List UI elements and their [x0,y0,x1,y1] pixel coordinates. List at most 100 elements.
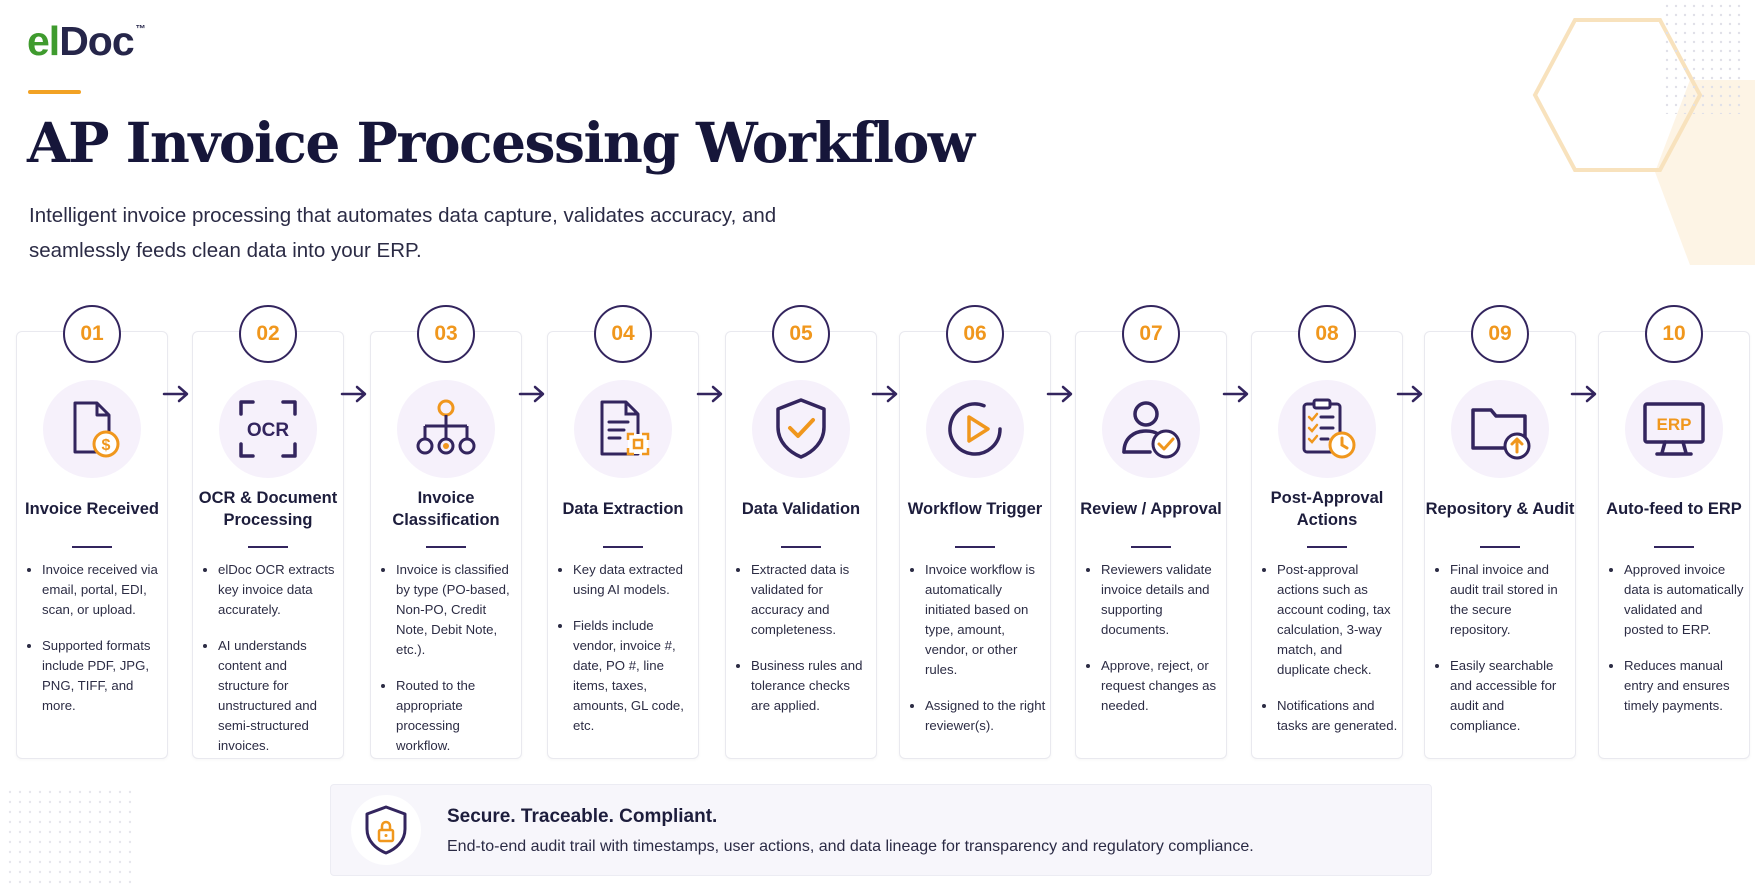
step-bullet: Post-approval actions such as account co… [1277,560,1398,680]
step-divider [603,546,643,548]
step-number: 05 [772,305,830,363]
step-number: 01 [63,305,121,363]
dots-decoration [8,790,138,890]
step-divider [1654,546,1694,548]
step-bullet: Invoice workflow is automatically initia… [925,560,1046,680]
step-bullet: elDoc OCR extracts key invoice data accu… [218,560,339,620]
step-title: Data Validation [741,500,861,518]
arrow-right-icon [871,385,898,403]
arrow-right-icon [1046,385,1073,403]
step-divider [1307,546,1347,548]
ocr-scan-icon: OCR [219,380,317,478]
compliance-banner: Secure. Traceable. Compliant. End-to-end… [330,784,1432,876]
step-bullets: Approved invoice data is automatically v… [1610,560,1745,732]
step-bullets: Extracted data is validated for accuracy… [737,560,872,732]
step-number: 09 [1471,305,1529,363]
dots-decoration [1665,4,1745,114]
step-title: Post-Approval Actions [1270,489,1384,529]
step-bullet: Supported formats include PDF, JPG, PNG,… [42,636,163,716]
step-bullet: Reviewers validate invoice details and s… [1101,560,1222,640]
step-card: Invoice Classification Invoice is classi… [370,331,522,759]
step-bullet: AI understands content and structure for… [218,636,339,756]
step-bullet: Approve, reject, or request changes as n… [1101,656,1222,716]
step-bullet: Reduces manual entry and ensures timely … [1624,656,1745,716]
step-title: Repository & Audit [1425,500,1575,518]
step-bullets: Invoice is classified by type (PO-based,… [382,560,517,772]
svg-text:ERP: ERP [1657,415,1692,434]
step-bullet: Invoice received via email, portal, EDI,… [42,560,163,620]
page-title: AP Invoice Processing Workflow [27,110,975,175]
user-check-icon [1102,380,1200,478]
hierarchy-icon [397,380,495,478]
step-bullet: Notifications and tasks are generated. [1277,696,1398,736]
arrow-right-icon [518,385,545,403]
step-bullet: Routed to the appropriate processing wor… [396,676,517,756]
step-divider [1480,546,1520,548]
step-card: ERP Auto-feed to ERP Approved invoice da… [1598,331,1750,759]
arrow-right-icon [340,385,367,403]
ocr-icon-label: OCR [247,420,290,441]
shield-check-icon [752,380,850,478]
step-number: 02 [239,305,297,363]
step-card: Data Validation Extracted data is valida… [725,331,877,759]
step-number: 04 [594,305,652,363]
step-card: Workflow Trigger Invoice workflow is aut… [899,331,1051,759]
step-bullets: Invoice received via email, portal, EDI,… [28,560,163,732]
step-card: Post-Approval Actions Post-approval acti… [1251,331,1403,759]
svg-text:$: $ [102,437,111,454]
step-bullet: Final invoice and audit trail stored in … [1450,560,1571,640]
shield-lock-icon [351,795,421,865]
banner-text: End-to-end audit trail with timestamps, … [447,838,1254,855]
erp-monitor-icon: ERP [1625,380,1723,478]
step-title: OCR & Document Processing [198,489,338,529]
step-bullet: Invoice is classified by type (PO-based,… [396,560,517,660]
folder-upload-icon [1451,380,1549,478]
arrow-right-icon [1396,385,1423,403]
step-bullets: Reviewers validate invoice details and s… [1087,560,1222,732]
step-divider [72,546,112,548]
banner-title: Secure. Traceable. Compliant. [447,806,718,827]
page-subtitle: Intelligent invoice processing that auto… [29,204,777,262]
step-divider [248,546,288,548]
step-bullets: elDoc OCR extracts key invoice data accu… [204,560,339,772]
step-bullets: Final invoice and audit trail stored in … [1436,560,1571,752]
step-card: Repository & Audit Final invoice and aud… [1424,331,1576,759]
step-bullets: Post-approval actions such as account co… [1263,560,1398,752]
step-divider [1131,546,1171,548]
step-bullet: Fields include vendor, invoice #, date, … [573,616,694,736]
step-title: Invoice Received [25,500,159,518]
step-bullet: Easily searchable and accessible for aud… [1450,656,1571,736]
arrow-right-icon [1222,385,1249,403]
accent-bar [28,90,81,94]
step-title: Auto-feed to ERP [1606,500,1742,518]
step-card: Data Extraction Key data extracted using… [547,331,699,759]
step-number: 07 [1122,305,1180,363]
checklist-clock-icon [1278,380,1376,478]
document-extract-icon [574,380,672,478]
step-card: $ Invoice Received Invoice received via … [16,331,168,759]
step-title: Review / Approval [1080,500,1222,518]
step-card: OCR OCR & Document Processing elDoc OCR … [192,331,344,759]
step-bullets: Invoice workflow is automatically initia… [911,560,1046,752]
step-bullets: Key data extracted using AI models. Field… [559,560,694,752]
step-divider [426,546,466,548]
step-number: 10 [1645,305,1703,363]
step-divider [955,546,995,548]
step-title: Workflow Trigger [907,500,1043,518]
invoice-dollar-icon: $ [43,380,141,478]
step-number: 06 [946,305,1004,363]
step-number: 03 [417,305,475,363]
arrow-right-icon [1570,385,1597,403]
step-bullet: Approved invoice data is automatically v… [1624,560,1745,640]
arrow-right-icon [162,385,189,403]
step-bullet: Extracted data is validated for accuracy… [751,560,872,640]
step-bullet: Key data extracted using AI models. [573,560,694,600]
step-divider [781,546,821,548]
arrow-right-icon [696,385,723,403]
step-bullet: Assigned to the right reviewer(s). [925,696,1046,736]
play-circle-icon [926,380,1024,478]
step-title: Invoice Classification [392,489,500,529]
step-card: Review / Approval Reviewers validate inv… [1075,331,1227,759]
step-number: 08 [1298,305,1356,363]
